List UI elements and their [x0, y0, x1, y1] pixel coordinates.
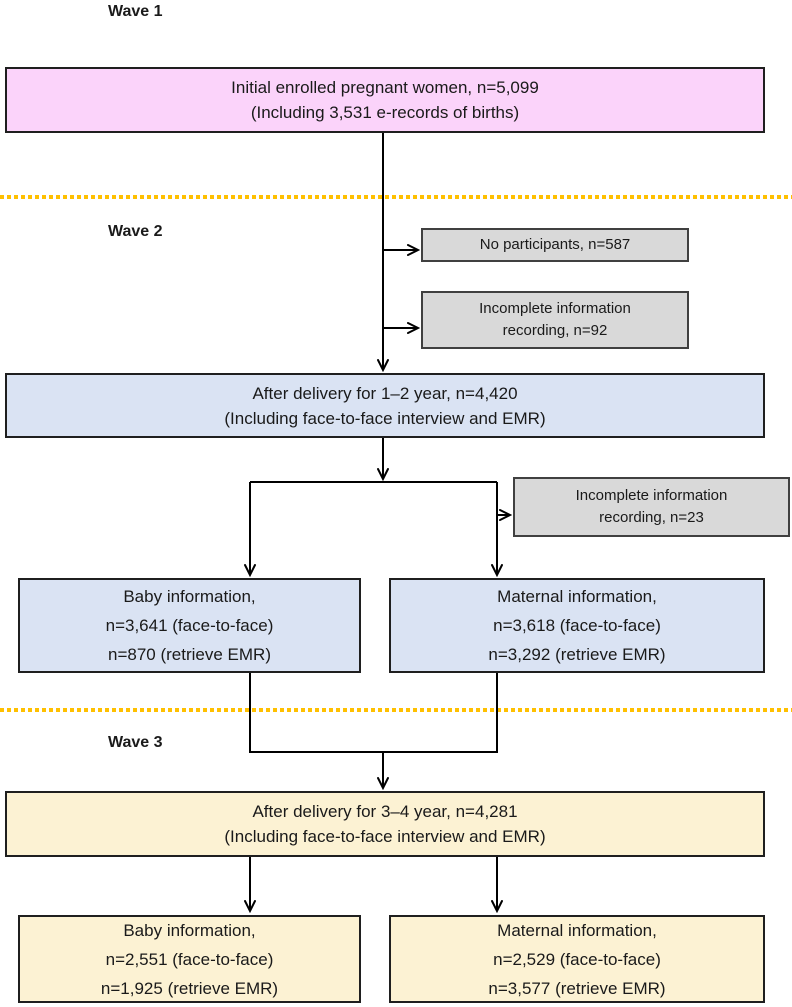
box-incomplete-recording-23: Incomplete information recording, n=23: [513, 477, 790, 537]
box-maternal-information-wave2: Maternal information, n=3,618 (face-to-f…: [389, 578, 765, 673]
box-after-delivery-1-2-line1: After delivery for 1–2 year, n=4,420: [252, 383, 518, 403]
box-incomplete-92-line2: recording, n=92: [502, 322, 608, 339]
box-initial-enrolled: Initial enrolled pregnant women, n=5,099…: [5, 67, 765, 133]
box-maternal-w3-line1: Maternal information,: [497, 920, 657, 940]
box-baby-w3-line2: n=2,551 (face-to-face): [105, 949, 274, 969]
box-after-delivery-3-4-line1: After delivery for 3–4 year, n=4,281: [252, 802, 518, 821]
box-baby-information-wave2: Baby information, n=3,641 (face-to-face)…: [18, 578, 361, 673]
box-initial-enrolled-line1: Initial enrolled pregnant women, n=5,099: [231, 78, 539, 97]
box-baby-w2-line1: Baby information,: [123, 587, 256, 606]
box-baby-information-wave3: Baby information, n=2,551 (face-to-face)…: [18, 915, 361, 1003]
box-incomplete-recording-92: Incomplete information recording, n=92: [421, 291, 689, 349]
box-maternal-w2-line3: n=3,292 (retrieve EMR): [488, 645, 666, 664]
box-after-delivery-1-2-year: After delivery for 1–2 year, n=4,420 (In…: [5, 373, 765, 438]
box-after-delivery-3-4-year: After delivery for 3–4 year, n=4,281 (In…: [5, 791, 765, 857]
box-maternal-w2-line2: n=3,618 (face-to-face): [493, 616, 661, 635]
box-after-delivery-1-2-line2: (Including face-to-face interview and EM…: [224, 408, 546, 428]
box-maternal-w3-line3: n=3,577 (retrieve EMR): [488, 978, 666, 998]
wave-divider-1: [0, 195, 792, 199]
wave-divider-2: [0, 708, 792, 712]
box-baby-w2-line3: n=870 (retrieve EMR): [108, 645, 271, 664]
box-incomplete-92-line1: Incomplete information: [479, 300, 631, 317]
box-initial-enrolled-line2: (Including 3,531 e-records of births): [250, 103, 520, 122]
wave-2-label: Wave 2: [108, 223, 163, 240]
box-baby-w3-line1: Baby information,: [123, 920, 256, 940]
wave-1-label: Wave 1: [108, 3, 163, 20]
box-baby-w3-line3: n=1,925 (retrieve EMR): [100, 978, 279, 998]
box-maternal-w2-line1: Maternal information,: [497, 587, 657, 606]
box-no-participants: No participants, n=587: [421, 228, 689, 262]
box-maternal-w3-line2: n=2,529 (face-to-face): [493, 949, 661, 969]
box-no-participants-line1: No participants, n=587: [479, 236, 631, 253]
box-maternal-information-wave3: Maternal information, n=2,529 (face-to-f…: [389, 915, 765, 1003]
box-baby-w2-line2: n=3,641 (face-to-face): [105, 616, 274, 635]
box-after-delivery-3-4-line2: (Including face-to-face interview and EM…: [224, 827, 546, 846]
box-incomplete-23-line2: recording, n=23: [599, 509, 704, 526]
box-incomplete-23-line1: Incomplete information: [575, 487, 728, 504]
wave-3-label: Wave 3: [108, 734, 163, 751]
